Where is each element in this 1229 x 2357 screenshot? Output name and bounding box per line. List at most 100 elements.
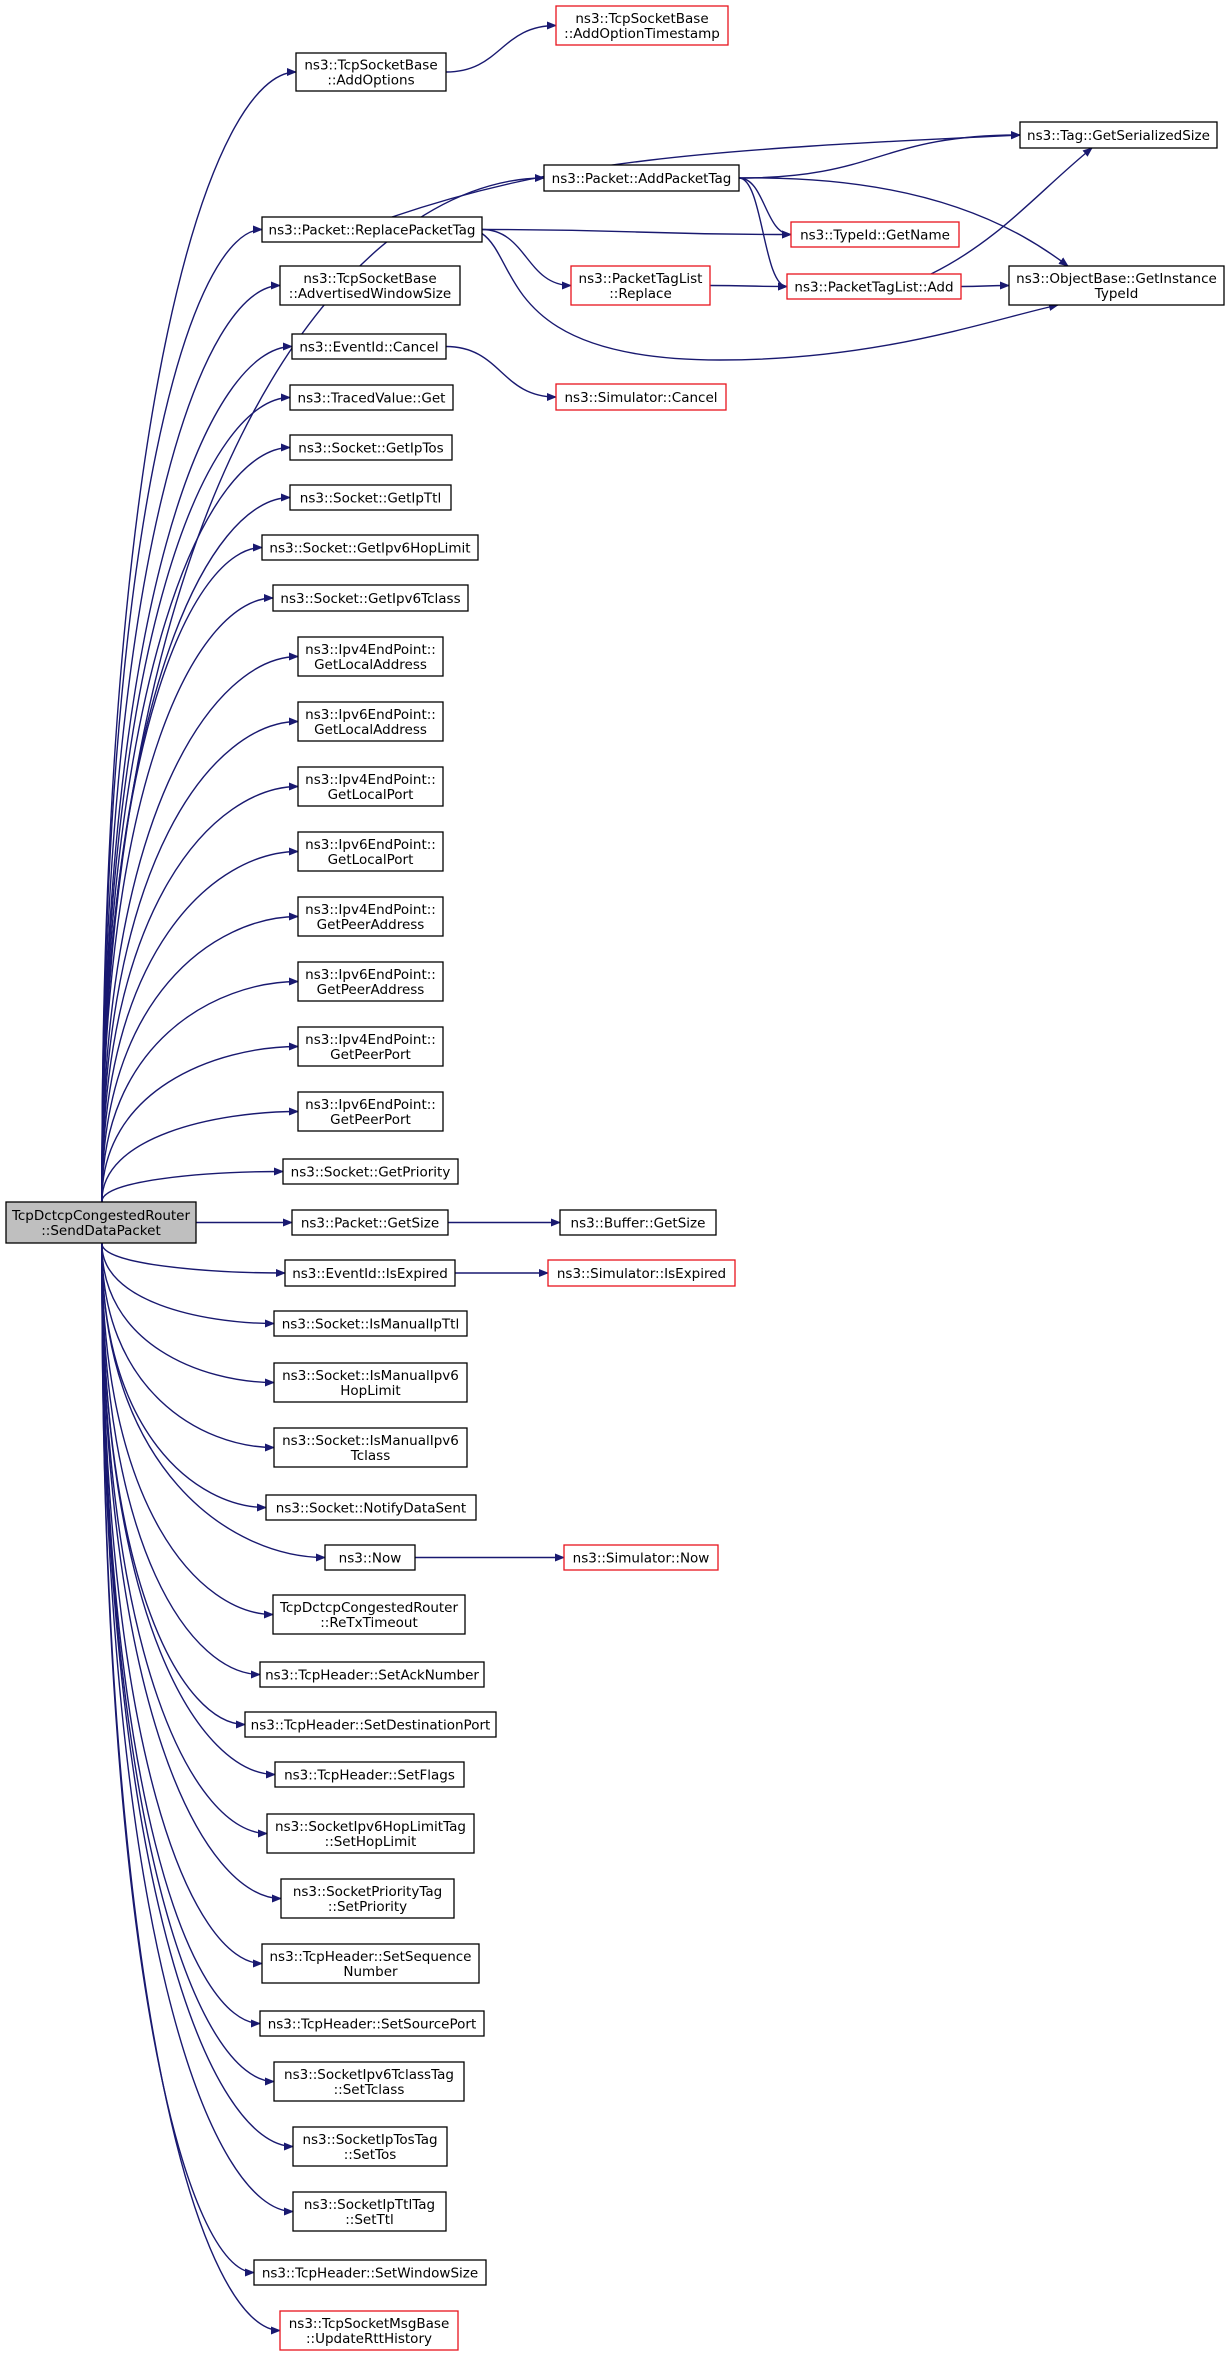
node-label: ::AdvertisedWindowSize bbox=[289, 286, 451, 302]
node-ismanualipttl[interactable]: ns3::Socket::IsManualIpTtl bbox=[273, 1310, 468, 1337]
edge-root-to-now bbox=[101, 1242, 326, 1562]
node-box bbox=[297, 766, 444, 807]
node-label: GetLocalPort bbox=[328, 852, 414, 868]
node-root[interactable]: TcpDctcpCongestedRouter::SendDataPacket bbox=[5, 1201, 197, 1244]
node-settclass[interactable]: ns3::SocketIpv6TclassTag::SetTclass bbox=[273, 2061, 465, 2102]
node-box bbox=[291, 1209, 449, 1236]
node-label: ns3::EventId::IsExpired bbox=[292, 1266, 448, 1282]
node-getname[interactable]: ns3::TypeId::GetName bbox=[790, 221, 960, 248]
node-addopttime[interactable]: ns3::TcpSocketBase::AddOptionTimestamp bbox=[555, 5, 729, 46]
node-box bbox=[273, 1362, 468, 1403]
edge-root-to-replacepackettag bbox=[101, 225, 263, 1203]
node-label: ns3::Ipv4EndPoint:: bbox=[305, 772, 436, 788]
node-getpriority[interactable]: ns3::Socket::GetPriority bbox=[282, 1158, 459, 1185]
node-getipttl[interactable]: ns3::Socket::GetIpTtl bbox=[289, 484, 452, 511]
node-label: ns3::Socket::GetPriority bbox=[291, 1165, 451, 1181]
node-box bbox=[786, 273, 962, 300]
node-label: ns3::SocketIpTtlTag bbox=[304, 2197, 435, 2213]
node-setwin[interactable]: ns3::TcpHeader::SetWindowSize bbox=[253, 2259, 487, 2286]
node-simcancel[interactable]: ns3::Simulator::Cancel bbox=[555, 383, 727, 411]
node-ipv4localport[interactable]: ns3::Ipv4EndPoint::GetLocalPort bbox=[297, 766, 444, 807]
node-box bbox=[261, 216, 483, 243]
edge-root-to-addoptions bbox=[101, 68, 297, 1203]
node-bufgetsize[interactable]: ns3::Buffer::GetSize bbox=[559, 1209, 717, 1236]
node-box bbox=[555, 383, 727, 411]
node-box bbox=[261, 534, 479, 561]
node-setack[interactable]: ns3::TcpHeader::SetAckNumber bbox=[259, 1661, 485, 1688]
node-setflags[interactable]: ns3::TcpHeader::SetFlags bbox=[274, 1761, 465, 1788]
node-label: ns3::SocketIpv6TclassTag bbox=[284, 2067, 454, 2083]
edge-ptladd-to-tagsize bbox=[930, 147, 1093, 275]
node-ipv6localaddr[interactable]: ns3::Ipv6EndPoint::GetLocalAddress bbox=[297, 701, 444, 742]
node-label: ::SetHopLimit bbox=[325, 1834, 417, 1850]
node-pktgetsize[interactable]: ns3::Packet::GetSize bbox=[291, 1209, 449, 1236]
node-setsrcport[interactable]: ns3::TcpHeader::SetSourcePort bbox=[259, 2010, 485, 2037]
node-ipv4peerport[interactable]: ns3::Ipv4EndPoint::GetPeerPort bbox=[297, 1026, 444, 1067]
node-replacepackettag[interactable]: ns3::Packet::ReplacePacketTag bbox=[261, 216, 483, 243]
node-settos[interactable]: ns3::SocketIpTosTag::SetTos bbox=[292, 2126, 448, 2167]
node-advwin[interactable]: ns3::TcpSocketBase::AdvertisedWindowSize bbox=[279, 265, 461, 306]
node-retxtimeout[interactable]: TcpDctcpCongestedRouter::ReTxTimeout bbox=[272, 1594, 466, 1635]
node-getipv6tclass[interactable]: ns3::Socket::GetIpv6Tclass bbox=[272, 584, 469, 612]
node-ipv6peeraddr[interactable]: ns3::Ipv6EndPoint::GetPeerAddress bbox=[297, 961, 444, 1002]
edge-addpackettag-to-getinstance bbox=[738, 177, 1069, 267]
node-now[interactable]: ns3::Now bbox=[324, 1544, 416, 1571]
node-addpackettag[interactable]: ns3::Packet::AddPacketTag bbox=[543, 164, 740, 192]
node-label: ns3::TcpSocketBase bbox=[303, 271, 436, 287]
node-box bbox=[297, 831, 444, 872]
node-getipv6hop[interactable]: ns3::Socket::GetIpv6HopLimit bbox=[261, 534, 479, 561]
node-ptlreplace[interactable]: ns3::PacketTagList::Replace bbox=[570, 265, 711, 306]
node-ipv4localaddr[interactable]: ns3::Ipv4EndPoint::GetLocalAddress bbox=[297, 636, 444, 677]
edge-root-to-ipv6localaddr bbox=[101, 717, 299, 1203]
node-isexpired[interactable]: ns3::EventId::IsExpired bbox=[284, 1259, 456, 1287]
edge-root-to-tracedget bbox=[101, 393, 291, 1203]
node-box bbox=[259, 2010, 485, 2037]
node-box bbox=[266, 1813, 475, 1854]
node-label: ns3::Socket::IsManualIpv6 bbox=[282, 1433, 459, 1449]
node-label: GetLocalAddress bbox=[314, 657, 427, 673]
edge-root-to-ipv6localport bbox=[101, 847, 299, 1203]
node-setprio[interactable]: ns3::SocketPriorityTag::SetPriority bbox=[280, 1878, 455, 1919]
node-setttl[interactable]: ns3::SocketIpTtlTag::SetTtl bbox=[292, 2191, 447, 2232]
node-box bbox=[297, 636, 444, 677]
node-sethoplimit[interactable]: ns3::SocketIpv6HopLimitTag::SetHopLimit bbox=[266, 1813, 475, 1854]
edge-root-to-ipv6peerport bbox=[101, 1107, 299, 1203]
node-simisexpired[interactable]: ns3::Simulator::IsExpired bbox=[547, 1259, 736, 1287]
node-evcancel[interactable]: ns3::EventId::Cancel bbox=[291, 333, 447, 360]
node-ptladd[interactable]: ns3::PacketTagList::Add bbox=[786, 273, 962, 300]
node-ipv4peeraddr[interactable]: ns3::Ipv4EndPoint::GetPeerAddress bbox=[297, 896, 444, 937]
node-label: ns3::Packet::GetSize bbox=[301, 1216, 439, 1232]
node-box bbox=[547, 1259, 736, 1287]
node-label: GetPeerPort bbox=[330, 1047, 411, 1063]
node-notifysent[interactable]: ns3::Socket::NotifyDataSent bbox=[265, 1494, 477, 1521]
node-box bbox=[272, 584, 469, 612]
node-box bbox=[297, 1026, 444, 1067]
node-label: ns3::Socket::IsManualIpv6 bbox=[282, 1368, 459, 1384]
node-getiptos[interactable]: ns3::Socket::GetIpTos bbox=[289, 434, 453, 461]
node-box bbox=[297, 1091, 444, 1132]
node-label: GetPeerAddress bbox=[317, 917, 425, 933]
node-simnow[interactable]: ns3::Simulator::Now bbox=[563, 1544, 719, 1571]
node-box bbox=[563, 1544, 719, 1571]
edge-addpackettag-to-ptladd bbox=[738, 177, 788, 291]
node-box bbox=[289, 484, 452, 511]
node-box bbox=[261, 1943, 480, 1984]
edge-root-to-getipv6hop bbox=[101, 543, 263, 1203]
node-updatertt[interactable]: ns3::TcpSocketMsgBase::UpdateRttHistory bbox=[279, 2310, 459, 2351]
edge-evcancel-to-simcancel bbox=[445, 345, 557, 401]
node-tracedget[interactable]: ns3::TracedValue::Get bbox=[289, 384, 454, 411]
node-label: ns3::Packet::AddPacketTag bbox=[552, 171, 732, 187]
node-label: ::UpdateRttHistory bbox=[306, 2331, 432, 2347]
node-label: ns3::Ipv4EndPoint:: bbox=[305, 642, 436, 658]
node-addoptions[interactable]: ns3::TcpSocketBase::AddOptions bbox=[295, 52, 447, 92]
node-setdestport[interactable]: ns3::TcpHeader::SetDestinationPort bbox=[244, 1711, 497, 1738]
edge-root-to-ipv6peeraddr bbox=[101, 977, 299, 1203]
node-ipv6peerport[interactable]: ns3::Ipv6EndPoint::GetPeerPort bbox=[297, 1091, 444, 1132]
node-tagsize[interactable]: ns3::Tag::GetSerializedSize bbox=[1019, 121, 1218, 149]
node-ipv6localport[interactable]: ns3::Ipv6EndPoint::GetLocalPort bbox=[297, 831, 444, 872]
node-label: ns3::Socket::GetIpTos bbox=[298, 441, 443, 457]
